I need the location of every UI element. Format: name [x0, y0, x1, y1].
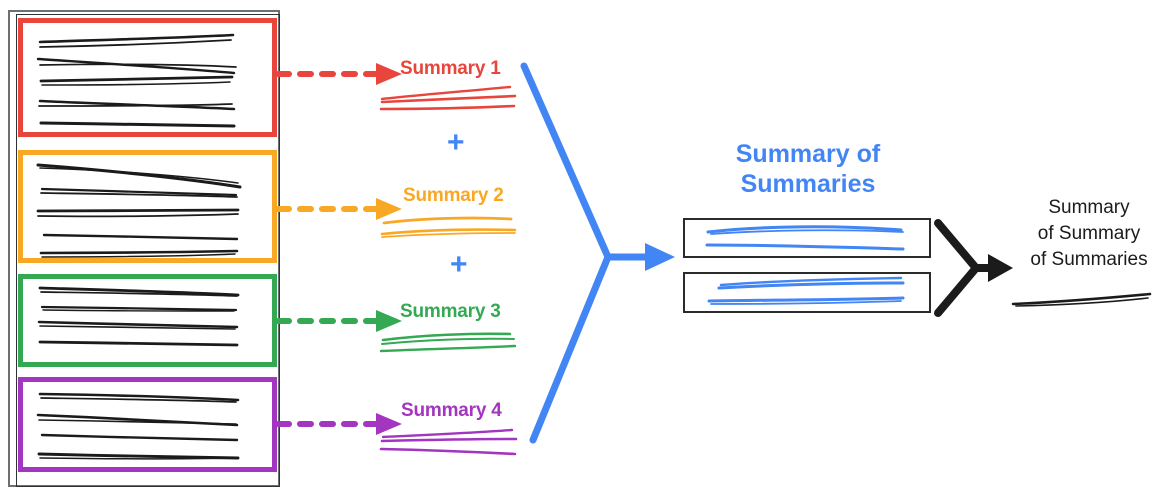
summary-of-summaries-title: Summary of Summaries [683, 139, 933, 199]
summary-3-lines [379, 332, 517, 353]
dashed-arrow-orange [275, 198, 402, 220]
document-group-orange-lines [36, 163, 242, 258]
plus-operator-1: + [447, 126, 465, 159]
final-summary-lines [1011, 292, 1152, 307]
document-collection-frame-inner [16, 14, 280, 487]
plus-operator-2: + [450, 248, 468, 281]
summary-of-summaries-box-2-lines [707, 276, 905, 305]
summary-1-label: Summary 1 [400, 58, 501, 79]
summary-4-lines [379, 428, 518, 456]
summary-of-summaries-box-1[interactable] [683, 218, 931, 258]
dashed-arrow-green [275, 310, 402, 332]
summary-3-label: Summary 3 [400, 301, 501, 322]
dashed-arrow-purple [275, 413, 402, 435]
final-summary-line2: of Summary [1037, 223, 1141, 244]
final-summary-line3: of Summaries [1030, 249, 1148, 270]
summary-1-lines [379, 85, 517, 111]
summary-of-summaries-title-line1: Summary of [735, 140, 881, 168]
document-group-green-lines [37, 286, 240, 347]
document-group-purple-lines [36, 392, 240, 460]
document-group-orange[interactable] [18, 150, 277, 263]
black-merge-arrow [934, 219, 1013, 317]
document-group-red-lines [36, 33, 237, 128]
blue-merge-arrow [520, 62, 675, 444]
final-summary-line1: Summary [1048, 197, 1130, 218]
final-summary-label: Summary of Summary of Summaries [1014, 195, 1164, 273]
summary-4-label: Summary 4 [401, 400, 502, 421]
dashed-arrow-red [275, 63, 402, 85]
summary-2-lines [380, 216, 517, 238]
summary-of-summaries-title-line2: Summaries [740, 170, 876, 198]
summary-2-label: Summary 2 [403, 185, 504, 206]
summary-of-summaries-box-1-lines [705, 225, 905, 251]
